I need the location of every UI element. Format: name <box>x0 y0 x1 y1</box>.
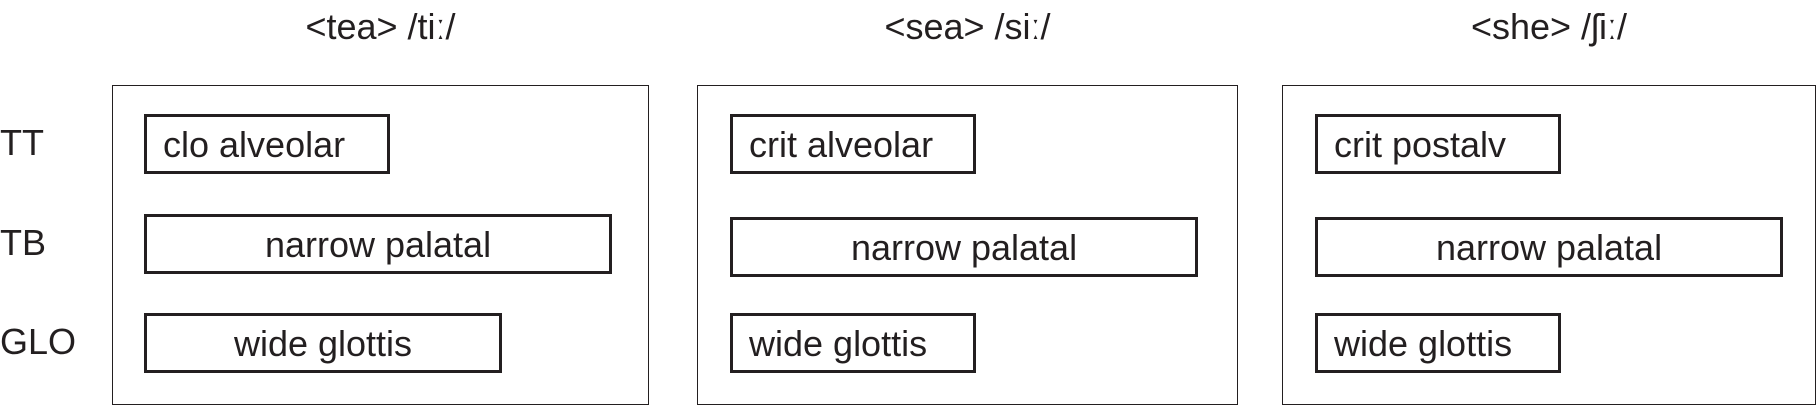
gesture-tb-sea: narrow palatal <box>730 217 1198 277</box>
gesture-tt-she: crit postalv <box>1315 114 1561 174</box>
row-label-tt: TT <box>0 122 44 163</box>
panel-sea: crit alveolar narrow palatal wide glotti… <box>697 85 1238 405</box>
gesture-tt-sea: crit alveolar <box>730 114 976 174</box>
panel-she: crit postalv narrow palatal wide glottis <box>1282 85 1816 405</box>
panel-tea: clo alveolar narrow palatal wide glottis <box>112 85 649 405</box>
gesture-glo-tea: wide glottis <box>144 313 502 373</box>
gesture-glo-sea: wide glottis <box>730 313 976 373</box>
panel-title-she: <she> /ʃiː/ <box>1470 6 1628 47</box>
row-label-tb: TB <box>0 222 47 263</box>
row-label-glo: GLO <box>0 321 77 362</box>
gesture-tb-she: narrow palatal <box>1315 217 1783 277</box>
gesture-tt-tea: clo alveolar <box>144 114 390 174</box>
gesture-glo-she: wide glottis <box>1315 313 1561 373</box>
panel-title-tea: <tea> /tiː/ <box>305 6 456 47</box>
gesture-tb-tea: narrow palatal <box>144 214 612 274</box>
panel-title-sea: <sea> /siː/ <box>884 6 1051 47</box>
